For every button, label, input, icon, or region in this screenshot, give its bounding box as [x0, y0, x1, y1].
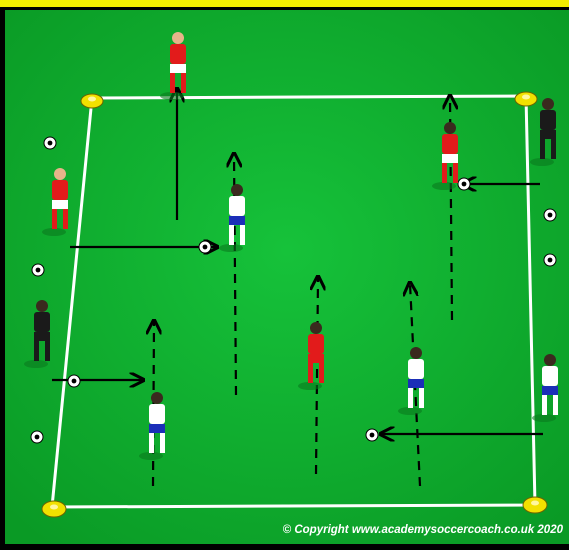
football: [32, 264, 44, 276]
cone: [42, 501, 66, 517]
cone: [515, 92, 537, 106]
football: [199, 241, 211, 253]
football: [31, 431, 43, 443]
football: [68, 375, 80, 387]
cone: [81, 94, 103, 108]
pitch: [5, 10, 569, 544]
copyright-notice: © Copyright www.academysoccercoach.co.uk…: [283, 524, 563, 536]
football: [544, 209, 556, 221]
football: [458, 178, 470, 190]
grass-surface: [5, 10, 569, 544]
header-strip: [0, 0, 569, 7]
cone: [523, 497, 547, 513]
football: [366, 429, 378, 441]
football: [44, 137, 56, 149]
football: [544, 254, 556, 266]
